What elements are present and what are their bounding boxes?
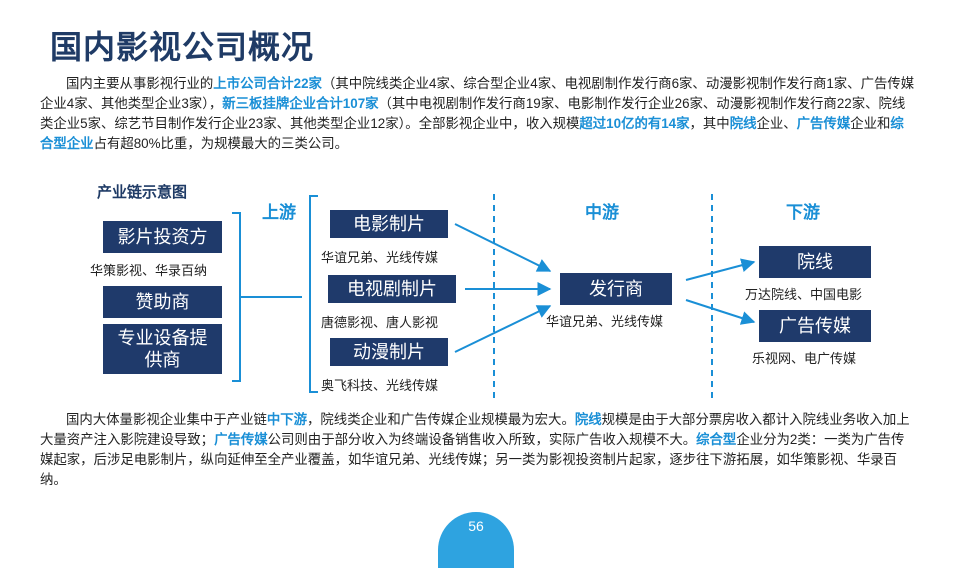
highlight-text: 广告传媒 bbox=[214, 432, 268, 447]
text-segment: 国内主要从事影视行业的 bbox=[66, 76, 214, 91]
arrow-cinema bbox=[685, 258, 756, 281]
caption-film: 华谊兄弟、光线传媒 bbox=[321, 250, 439, 265]
stage-downstream: 下游 bbox=[786, 203, 820, 222]
box-investor: 影片投资方 bbox=[103, 221, 222, 253]
text-segment: 规模是由于大部分票房收入都计入院线业务收入加上大量资产注入影院建设导致； bbox=[40, 412, 910, 447]
chain-title: 产业链示意图 bbox=[97, 184, 188, 201]
caption-ads: 乐视网、电广传媒 bbox=[752, 351, 857, 366]
text-segment: （其中电视剧制作发行商19家、电影制作发行企业26家、动漫影视制作发行商22家、… bbox=[40, 96, 906, 131]
arrow-anim bbox=[454, 305, 552, 353]
stage-midstream: 中游 bbox=[585, 203, 619, 222]
highlight-text: 综合型企业 bbox=[40, 116, 904, 151]
highlight-text: 新三板挂牌企业合计107家 bbox=[222, 96, 379, 111]
text-segment: 企业、 bbox=[756, 116, 797, 131]
highlight-text: 院线 bbox=[574, 412, 602, 427]
text-segment: 企业分为2类：一类为广告传媒起家，后涉足电影制片，纵向延伸至全产业覆盖，如华谊兄… bbox=[40, 432, 905, 487]
caption-investor: 华策影视、华录百纳 bbox=[90, 263, 208, 278]
text-segment: 企业和 bbox=[850, 116, 891, 131]
arrow-film bbox=[454, 223, 552, 272]
caption-distributor: 华谊兄弟、光线传媒 bbox=[546, 314, 664, 329]
box-sponsor: 赞助商 bbox=[103, 286, 222, 318]
box-equipment: 专业设备提供商 bbox=[103, 324, 222, 374]
arrow-ads bbox=[685, 299, 756, 325]
text-segment: ，院线类企业和广告传媒企业规模最为宏大。 bbox=[307, 412, 575, 427]
box-anim: 动漫制片 bbox=[330, 338, 448, 366]
highlight-text: 中下游 bbox=[266, 412, 308, 427]
caption-cinema: 万达院线、中国电影 bbox=[745, 287, 863, 302]
summary-paragraph: 国内大体量影视企业集中于产业链中下游，院线类企业和广告传媒企业规模最为宏大。院线… bbox=[40, 410, 915, 490]
box-tv: 电视剧制片 bbox=[328, 275, 456, 303]
text-segment: 公司则由于部分收入为终端设备销售收入所致，实际广告收入规模不大。 bbox=[267, 432, 697, 447]
page-number: 56 bbox=[468, 518, 484, 534]
chain-diagram-lines bbox=[232, 194, 756, 398]
caption-anim: 奥飞科技、光线传媒 bbox=[321, 378, 439, 393]
highlight-text: 综合型 bbox=[696, 432, 737, 447]
highlight-text: 上市公司合计22家 bbox=[213, 76, 322, 91]
box-cinema: 院线 bbox=[759, 246, 871, 278]
highlight-text: 超过10亿的有14家 bbox=[579, 116, 690, 131]
text-segment: 占有超80%比重，为规模最大的三类公司。 bbox=[93, 136, 349, 151]
left-bracket bbox=[232, 212, 241, 382]
caption-tv: 唐德影视、唐人影视 bbox=[321, 315, 439, 330]
box-film: 电影制片 bbox=[330, 210, 448, 238]
intro-paragraph: 国内主要从事影视行业的上市公司合计22家（其中院线类企业4家、综合型企业4家、电… bbox=[40, 74, 915, 154]
highlight-text: 广告传媒 bbox=[796, 116, 851, 131]
stage-upstream: 上游 bbox=[262, 203, 296, 222]
text-segment: ，其中 bbox=[689, 116, 730, 131]
box-distributor: 发行商 bbox=[560, 273, 672, 305]
box-ads: 广告传媒 bbox=[759, 310, 871, 342]
text-segment: （其中院线类企业4家、综合型企业4家、电视剧制作发行商6家、动漫影视制作发行商1… bbox=[40, 76, 915, 111]
highlight-text: 院线 bbox=[729, 116, 757, 131]
text-segment: 国内大体量影视企业集中于产业链 bbox=[66, 412, 267, 427]
page-title: 国内影视公司概况 bbox=[50, 29, 315, 65]
production-bracket bbox=[309, 195, 318, 393]
